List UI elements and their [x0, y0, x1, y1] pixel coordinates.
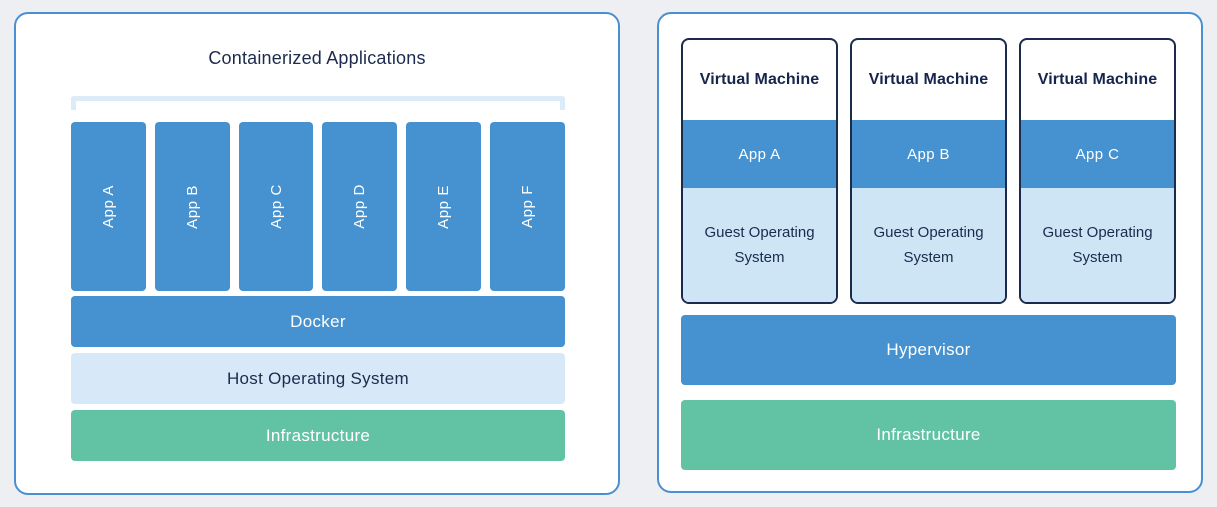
container-app-label: App D	[351, 184, 369, 229]
vm-card-3: Virtual Machine App C Guest Operating Sy…	[1019, 38, 1176, 304]
container-app-c: App C	[238, 122, 314, 291]
vm-card-1: Virtual Machine App A Guest Operating Sy…	[681, 38, 838, 304]
container-app-b: App B	[154, 122, 230, 291]
infrastructure-layer-left: Infrastructure	[71, 410, 565, 461]
vm-title: Virtual Machine	[699, 71, 820, 88]
container-group-bracket	[71, 96, 565, 110]
container-app-label: App A	[99, 184, 117, 229]
vm-app-b: App B	[852, 120, 1005, 188]
virtual-machines-panel: Virtual Machine App A Guest Operating Sy…	[657, 12, 1203, 493]
container-app-label: App F	[519, 184, 537, 229]
container-app-a: App A	[71, 122, 146, 291]
left-panel-title: Containerized Applications	[208, 48, 426, 68]
container-app-e: App E	[406, 122, 482, 291]
vm-card-2: Virtual Machine App B Guest Operating Sy…	[850, 38, 1007, 304]
container-apps-row: App A App B App C App D App E App F	[71, 122, 565, 291]
vm-app-a: App A	[683, 120, 836, 188]
infrastructure-layer-right: Infrastructure	[681, 400, 1176, 470]
container-app-label: App E	[435, 184, 453, 229]
container-app-label: App C	[267, 184, 285, 229]
vm-app-c: App C	[1021, 120, 1174, 188]
vm-guest-os: Guest Operating System	[683, 188, 836, 302]
vm-title: Virtual Machine	[868, 71, 989, 88]
vm-guest-os: Guest Operating System	[1021, 188, 1174, 302]
container-app-f: App F	[490, 122, 565, 291]
vm-title: Virtual Machine	[1037, 71, 1158, 88]
containerized-applications-panel: Containerized Applications App A App B A…	[14, 12, 620, 495]
container-app-label: App B	[183, 184, 201, 229]
container-app-d: App D	[322, 122, 398, 291]
host-operating-system-layer: Host Operating System	[71, 353, 565, 404]
docker-layer: Docker	[71, 296, 565, 347]
hypervisor-layer: Hypervisor	[681, 315, 1176, 385]
vm-guest-os: Guest Operating System	[852, 188, 1005, 302]
vm-cards-row: Virtual Machine App A Guest Operating Sy…	[681, 38, 1176, 304]
